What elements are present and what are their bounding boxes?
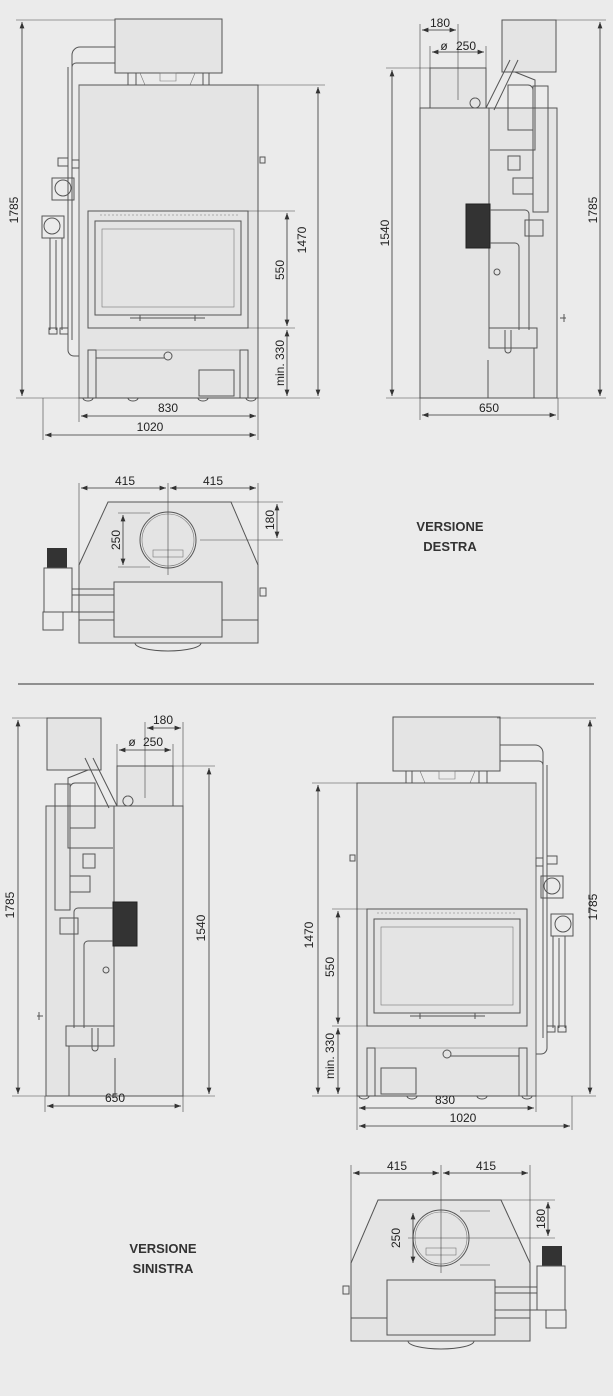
- dim-flue-diameter: 250: [143, 735, 163, 749]
- version-right-label-2: DESTRA: [423, 539, 477, 554]
- dim-body-width: 830: [158, 401, 178, 415]
- dim-depth: 650: [479, 401, 499, 415]
- dim-flue-offset: 180: [263, 510, 277, 530]
- side-view-right: [419, 19, 567, 399]
- dim-flue-height: 1540: [378, 219, 392, 246]
- dim-flue-offset: 180: [430, 16, 450, 30]
- dim-window-height: 550: [323, 957, 337, 977]
- dim-half-width-left: 415: [115, 474, 135, 488]
- dim-diameter-symbol: ø: [128, 735, 136, 749]
- dim-flue-diameter: 250: [389, 1228, 403, 1248]
- dim-total-width: 1020: [450, 1111, 477, 1125]
- front-view-right: [41, 18, 266, 402]
- side-view-left: [36, 717, 184, 1097]
- dimensions-front-left: 1470 550 min. 330 1785 830 1020: [302, 717, 600, 1130]
- dim-flue-offset: 180: [534, 1209, 548, 1229]
- dim-half-width-right: 415: [476, 1159, 496, 1173]
- dim-total-height: 1785: [586, 893, 600, 920]
- dim-diameter-symbol: ø: [440, 39, 448, 53]
- dim-depth: 650: [105, 1091, 125, 1105]
- version-right-label-1: VERSIONE: [416, 519, 484, 534]
- dim-base-height: min. 330: [323, 1033, 337, 1079]
- dim-body-width: 830: [435, 1093, 455, 1107]
- version-left-label-2: SINISTRA: [133, 1261, 194, 1276]
- version-left-label-1: VERSIONE: [129, 1241, 197, 1256]
- dim-window-height: 550: [273, 260, 287, 280]
- dim-total-height: 1785: [3, 891, 17, 918]
- dim-body-height: 1470: [295, 226, 309, 253]
- dim-flue-offset: 180: [153, 713, 173, 727]
- dimensions-side-right: 1540 1785 180 ø 250 650: [378, 16, 606, 420]
- dim-body-height: 1470: [302, 921, 316, 948]
- dim-half-width-right: 415: [203, 474, 223, 488]
- dimensions-top-left: 415 415 180 250: [350, 1159, 555, 1273]
- dim-half-width-left: 415: [387, 1159, 407, 1173]
- dimensions-side-left: 1785 1540 180 ø 250 650: [3, 713, 215, 1112]
- dim-total-width: 1020: [137, 420, 164, 434]
- dimensions-front-right: 1785 1470 550 min. 330 830 1020: [7, 19, 325, 440]
- dimensions-top-right: 415 415 180 250: [78, 474, 283, 575]
- top-view-right: [42, 501, 267, 652]
- dim-flue-height: 1540: [194, 914, 208, 941]
- front-view-left: [349, 716, 574, 1100]
- dim-base-height: min. 330: [273, 340, 287, 386]
- dim-flue-diameter: 250: [456, 39, 476, 53]
- dim-total-height: 1785: [7, 196, 21, 223]
- top-view-left: [342, 1199, 567, 1350]
- dim-total-height: 1785: [586, 196, 600, 223]
- dim-flue-diameter: 250: [109, 530, 123, 550]
